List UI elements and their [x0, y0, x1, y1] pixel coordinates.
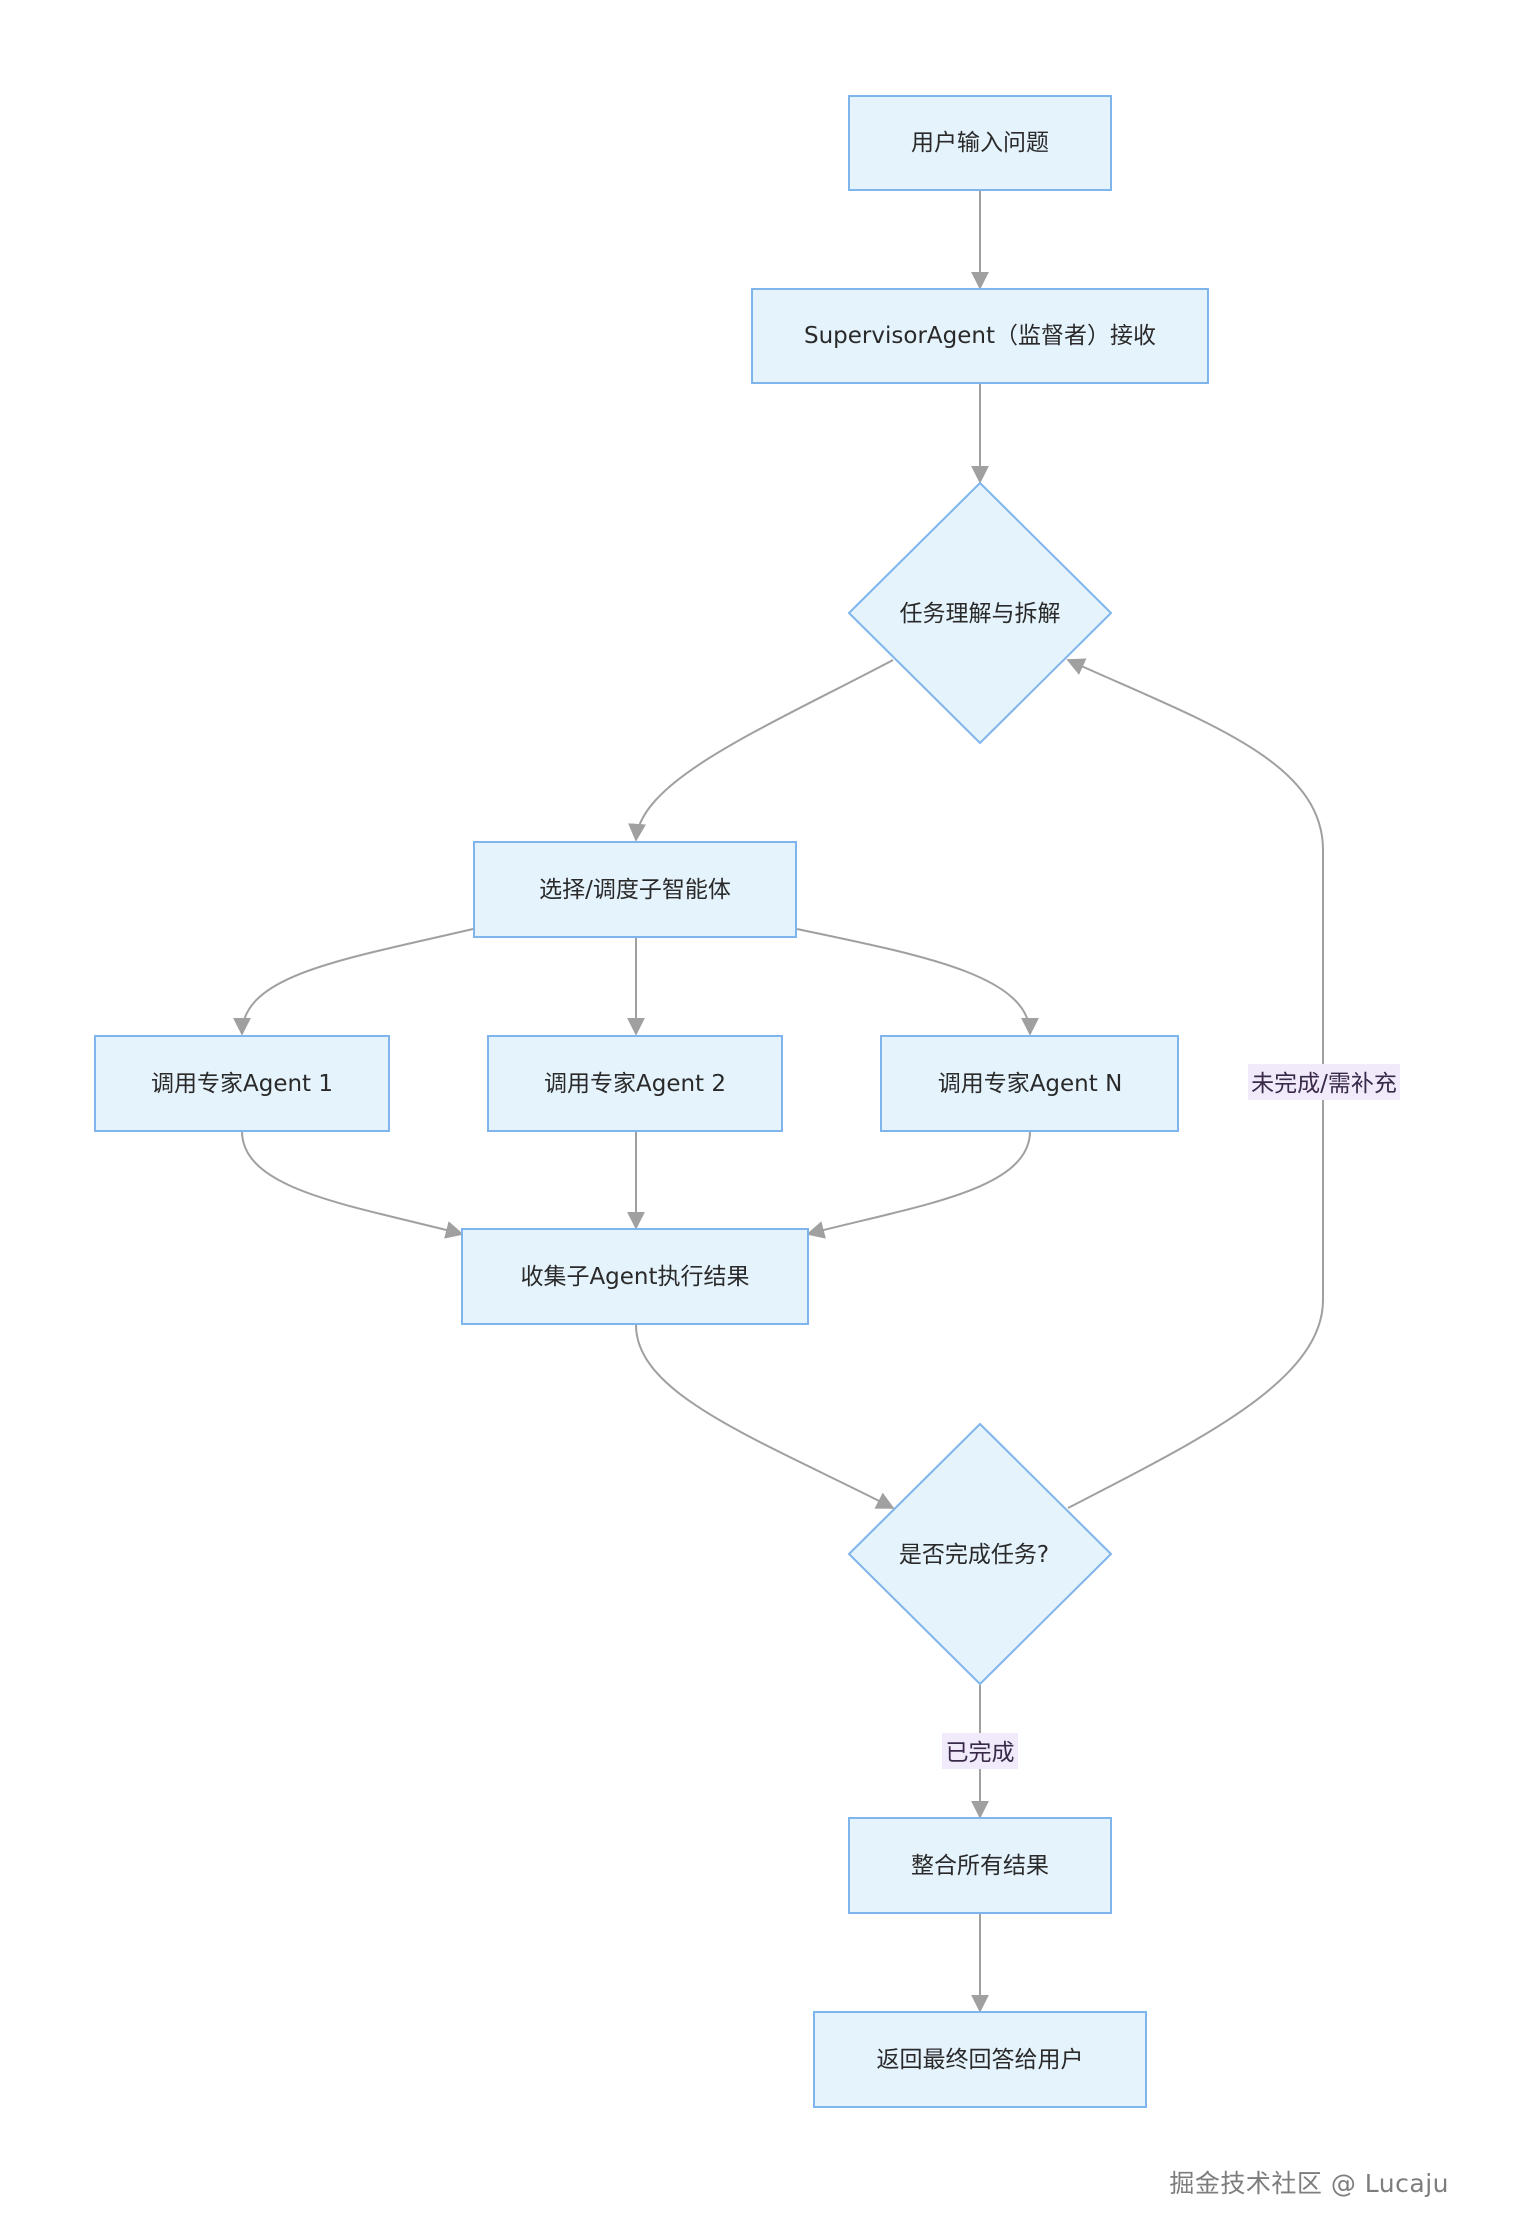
- edge-expert1-to-collect: [241, 1130, 464, 1239]
- node-select-agent: 选择/调度子智能体: [473, 841, 797, 938]
- edge-label-not-done-text: 未完成/需补充: [1251, 1071, 1397, 1097]
- node-expert-n: 调用专家Agent N: [880, 1035, 1179, 1132]
- node-task-done-check-label: 是否完成任务?: [899, 1542, 1049, 1568]
- edge-expertN-to-collect: [806, 1130, 1031, 1239]
- node-task-understand-label: 任务理解与拆解: [900, 601, 1061, 627]
- node-expert-1: 调用专家Agent 1: [94, 1035, 390, 1132]
- node-task-done-check: 是否完成任务?: [847, 1422, 1113, 1686]
- node-collect-results: 收集子Agent执行结果: [461, 1228, 809, 1325]
- node-supervisor-receive-label: SupervisorAgent（监督者）接收: [804, 323, 1156, 349]
- node-expert-n-label: 调用专家Agent N: [938, 1071, 1123, 1097]
- edge-task-to-select: [628, 659, 894, 842]
- node-select-agent-label: 选择/调度子智能体: [539, 877, 731, 903]
- node-task-understand: 任务理解与拆解: [847, 481, 1113, 745]
- node-return-answer-label: 返回最终回答给用户: [877, 2047, 1084, 2073]
- edge-label-not-done: 未完成/需补充: [1248, 1064, 1400, 1100]
- watermark: 掘金技术社区 @ Lucaju: [1169, 2169, 1449, 2198]
- node-supervisor-receive: SupervisorAgent（监督者）接收: [751, 288, 1209, 384]
- edge-label-done: 已完成: [942, 1733, 1018, 1769]
- node-expert-1-label: 调用专家Agent 1: [151, 1071, 333, 1097]
- edge-select-to-expert1: [233, 928, 474, 1036]
- node-integrate-results-label: 整合所有结果: [911, 1853, 1049, 1879]
- node-collect-results-label: 收集子Agent执行结果: [520, 1264, 749, 1290]
- edge-select-to-expertN: [796, 928, 1039, 1036]
- node-user-input: 用户输入问题: [848, 95, 1112, 191]
- node-expert-2-label: 调用专家Agent 2: [544, 1071, 726, 1097]
- edge-label-done-text: 已完成: [946, 1740, 1015, 1766]
- node-integrate-results: 整合所有结果: [848, 1817, 1112, 1914]
- node-user-input-label: 用户输入问题: [911, 130, 1049, 156]
- node-return-answer: 返回最终回答给用户: [813, 2011, 1147, 2108]
- edges: [233, 190, 1324, 2013]
- edge-collect-to-check: [635, 1324, 895, 1509]
- node-expert-2: 调用专家Agent 2: [487, 1035, 783, 1132]
